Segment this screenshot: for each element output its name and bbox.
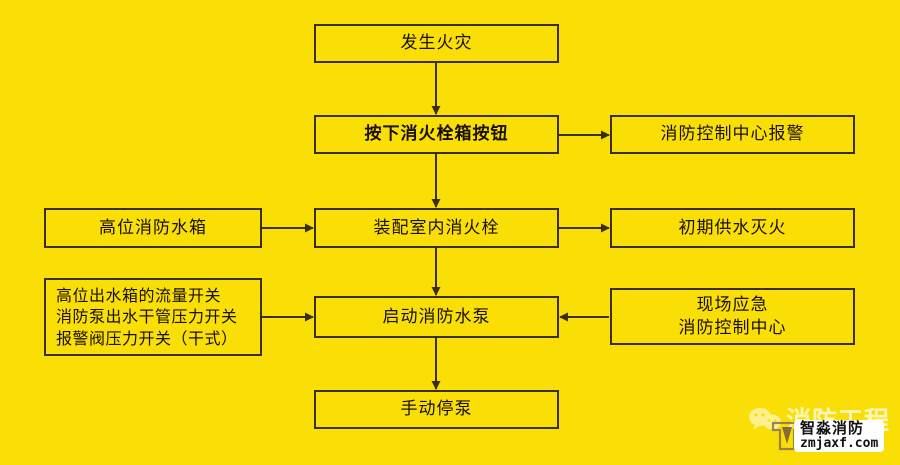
node-start-fire-pump[interactable]: 启动消防水泵 xyxy=(314,296,559,338)
node-indoor-hydrant[interactable]: 装配室内消火栓 xyxy=(314,208,559,248)
node-manual-stop-pump[interactable]: 手动停泵 xyxy=(314,390,559,429)
node-onsite-emergency-control-center[interactable]: 现场应急 消防控制中心 xyxy=(610,288,855,345)
node-press-hydrant-button[interactable]: 按下消火栓箱按钮 xyxy=(314,115,559,154)
node-switch-signals[interactable]: 高位出水箱的流量开关 消防泵出水干管压力开关 报警阀压力开关（干式） xyxy=(44,278,262,356)
watermark: 消防工程 智淼消防 zmjaxf.com xyxy=(742,398,900,460)
watermark-badge-url: zmjaxf.com xyxy=(800,435,879,451)
watermark-brand-text: 消防工程 xyxy=(786,406,891,435)
node-high-level-water-tank[interactable]: 高位消防水箱 xyxy=(44,208,262,248)
zm-logo-icon xyxy=(771,421,803,451)
node-fire[interactable]: 发生火灾 xyxy=(314,24,559,63)
watermark-badge-cn: 智淼消防 xyxy=(800,419,865,437)
node-fire-control-center-alarm[interactable]: 消防控制中心报警 xyxy=(610,115,855,154)
watermark-badge: 智淼消防 zmjaxf.com xyxy=(794,419,885,453)
node-initial-water-supply[interactable]: 初期供水灭火 xyxy=(610,208,855,248)
wechat-icon xyxy=(749,408,781,432)
